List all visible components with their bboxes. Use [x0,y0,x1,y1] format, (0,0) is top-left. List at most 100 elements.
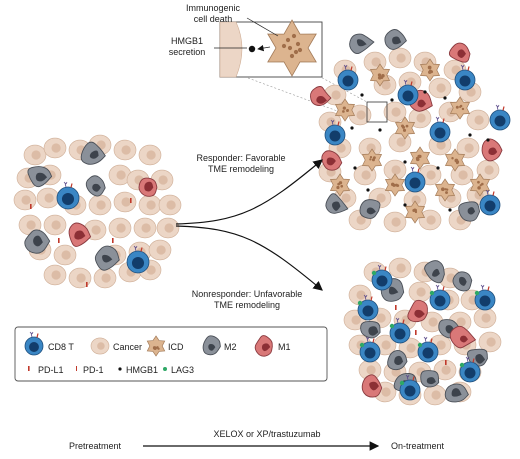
pd1-receptor [492,191,495,196]
cancer-cell [23,144,47,166]
tcr-receptor [363,294,368,301]
cd8-t-cell-nucleus [364,347,376,359]
cancer-cell-nucleus [116,170,126,180]
cancer-cell-nucleus [381,387,391,397]
icd-granule [401,125,406,129]
pdl1-marker [58,238,60,243]
m1-macrophage [138,177,158,197]
m1-macrophage [361,374,383,398]
cancer-cell-nucleus [416,287,426,297]
icd-granule [156,346,159,349]
icd-cell [419,58,441,82]
icd-cell [369,63,391,87]
m2-macrophage [94,245,120,271]
cancer-cell-nucleus [97,342,105,350]
icd-granule [369,158,372,161]
cancer-cell [108,164,132,186]
cancer-cell-nucleus [51,220,61,230]
cd8-t-cell [324,119,346,146]
icd-granule [441,187,445,192]
cancer-cell-nucleus [426,215,436,225]
m2-macrophage-nucleus [394,355,404,366]
inset-icd-granule [293,49,299,55]
cancer-cell-nucleus [44,193,54,203]
pd1-receptor [350,66,353,71]
cancer-cell-nucleus [396,263,406,273]
cd8-t-cell [454,64,476,91]
cancer-cell-nucleus [76,273,86,283]
tcr-receptor [365,336,370,343]
icd-cell [444,148,466,172]
cancer-cell [388,257,412,279]
cancer-cell-nucleus [416,113,426,123]
inset-icd-granule [295,41,301,47]
legend [14,326,328,382]
m2-macrophage-nucleus [426,377,436,385]
legend-label-icd: ICD [168,342,184,352]
cancer-cell-nucleus [336,143,346,153]
cancer-cell-nucleus [61,250,71,260]
cancer-cell-nucleus [141,223,151,233]
icd-granule [336,185,340,190]
m1-macrophage [309,86,332,106]
m2-macrophage [27,166,53,188]
cancer-cell-nucleus [326,117,336,127]
cancer-cell [138,194,162,216]
cancer-cell-nucleus [371,57,381,67]
zoom-region-box [366,101,388,123]
icd-inset [214,17,323,78]
icd-cell [384,173,406,197]
m2-macrophage [85,175,106,197]
cancer-cell-nucleus [341,193,351,203]
cancer-cell-nucleus [351,315,361,325]
m1-macrophage-nucleus [316,95,327,104]
m2-macrophage-nucleus [432,268,440,277]
inset-hmgb1-dot [248,45,256,53]
lag3-marker [417,342,423,348]
m2-macrophage [359,199,381,219]
m1-macrophage-nucleus [326,157,336,166]
cancer-cell-nucleus [381,340,391,350]
pd1-receptor [370,296,373,301]
cancer-cell-nucleus [428,317,438,327]
cancer-cell-nucleus [391,217,401,227]
tcr-receptor [480,284,485,291]
cancer-cell [108,217,132,239]
pdl1-marker [415,330,417,335]
cancer-cell-nucleus [121,145,131,155]
cancer-cell-nucleus [441,365,451,375]
cd8-t-cell [371,264,393,291]
inset-cancer-fragment [219,21,243,78]
cancer-cell-nucleus [121,197,131,207]
icd-cell-body [394,116,416,140]
cancer-cell-nucleus [146,150,156,160]
hmgb1-dot [390,98,394,102]
cancer-cell-nucleus [464,143,474,153]
cd8-t-cell [399,374,421,401]
m1-macrophage [481,138,503,162]
cancer-cell [90,337,110,355]
lag3-marker [359,342,365,348]
icd-granule [445,191,448,195]
cancer-cell [133,217,157,239]
m2-macrophage [384,29,407,50]
legend-label-lag3: LAG3 [171,365,195,375]
cancer-cell [53,244,77,266]
cancer-cell-nucleus [431,390,441,400]
nonresponder-label: Nonresponder: Unfavorable TME remodeling [191,289,303,310]
m2-macrophage-nucleus [388,286,399,295]
m2-macrophage-nucleus [467,207,476,215]
cd8-t-cell-nucleus [402,90,414,102]
cancer-cell-nucleus [31,150,41,160]
cancer-cell [158,194,182,216]
tcr-receptor [485,189,490,196]
m2-macrophage [444,383,469,403]
cancer-cell-nucleus [426,170,436,180]
lag3-marker [429,290,435,296]
m2-macrophage [202,335,221,356]
pdl1-marker [86,282,88,287]
cancer-cell-nucleus [21,195,31,205]
cancer-cell-nucleus [26,220,36,230]
icd-granule [427,70,432,74]
cd8-t-cell-nucleus [394,328,406,340]
